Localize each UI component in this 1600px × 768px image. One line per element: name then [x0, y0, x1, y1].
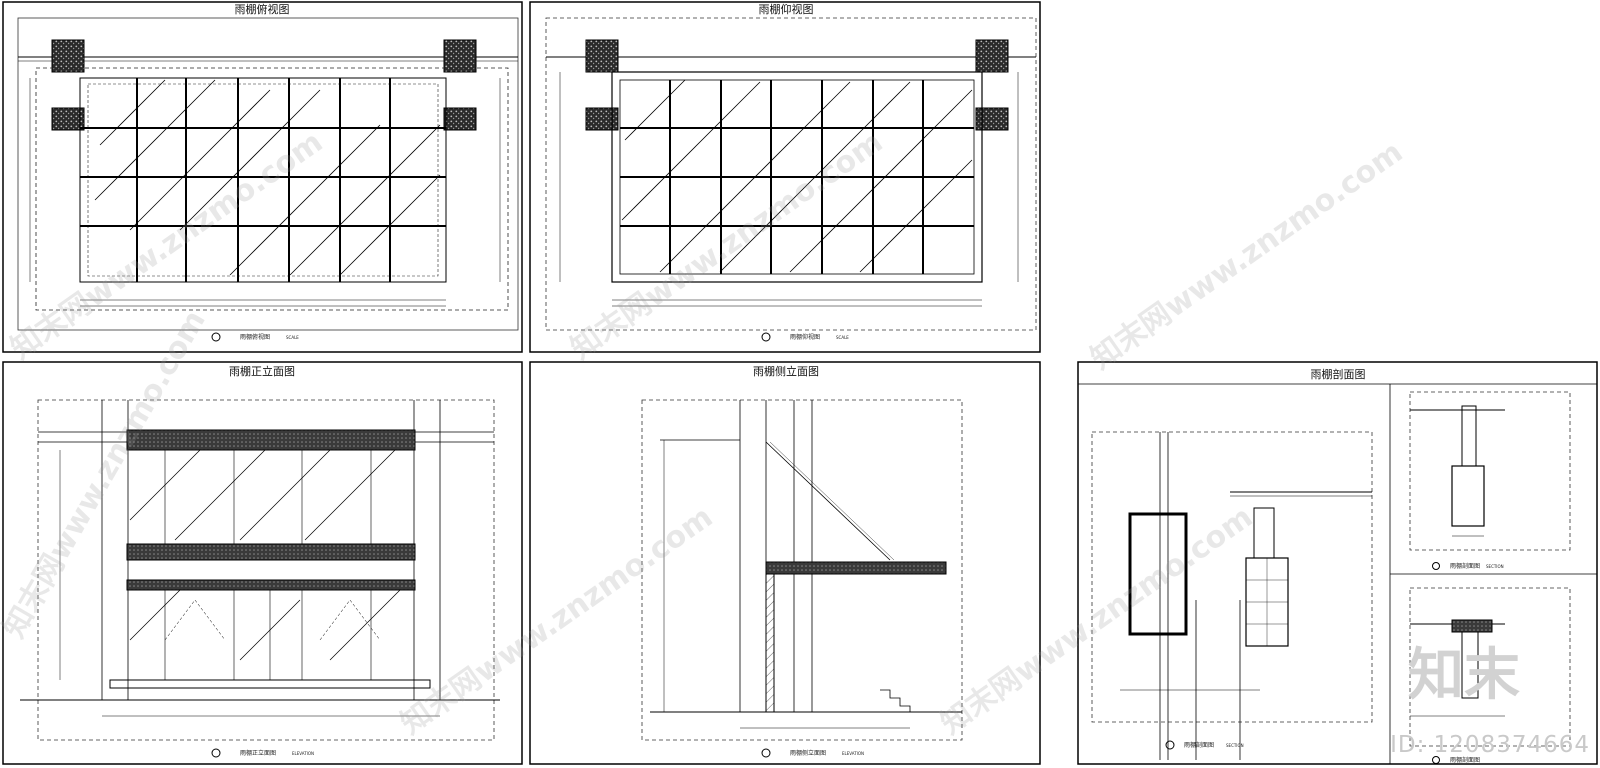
title-marker-icon	[211, 332, 221, 342]
side-elevation-panel: 雨棚侧立面图 雨棚侧立面图 ELEVATION	[529, 361, 1041, 765]
stone-column	[975, 107, 1009, 131]
plan-bottom-title: 雨棚仰视图	[759, 2, 814, 16]
canopy-fascia	[126, 543, 416, 561]
front-elevation-title: 雨棚正立面图	[229, 364, 295, 378]
plan-top-title: 雨棚俯视图	[235, 2, 290, 16]
side-elevation-scale: ELEVATION	[842, 751, 864, 756]
watermark-text: 知末网www.znzmo.com	[395, 500, 720, 742]
plan-bottom-panel: 雨棚仰视图 雨棚仰视图 SCALE	[529, 1, 1041, 353]
brand-logo: 知末	[1408, 643, 1520, 708]
title-marker-icon	[761, 748, 771, 758]
stone-column	[585, 39, 619, 73]
title-marker-icon	[1432, 562, 1440, 570]
section-detail1-caption: 雨棚剖面图	[1450, 562, 1480, 570]
front-elevation-scale: ELEVATION	[292, 751, 314, 756]
watermark-text: 知末网www.znzmo.com	[935, 500, 1260, 742]
plan-top-panel: 雨棚俯视图 雨棚俯视图 SCALE	[2, 1, 523, 353]
section-panel: 雨棚剖面图 雨棚剖面图 SECTION 雨棚剖面图	[1077, 361, 1598, 765]
stone-column	[975, 39, 1009, 73]
stone-column	[585, 107, 619, 131]
section-caption: 雨棚剖面图	[1184, 741, 1214, 749]
section-scale: SECTION	[1226, 743, 1244, 748]
side-elevation-title: 雨棚侧立面图	[753, 364, 819, 378]
stone-column	[51, 39, 85, 73]
canopy-fascia	[126, 429, 416, 451]
canopy-profile	[765, 561, 947, 575]
front-elevation-caption: 雨棚正立面图	[240, 749, 276, 757]
title-marker-icon	[1432, 756, 1440, 764]
plan-top-scale: SCALE	[286, 335, 299, 340]
canopy-fascia	[126, 579, 416, 591]
plan-bottom-caption: 雨棚仰视图	[790, 333, 820, 341]
title-marker-icon	[761, 332, 771, 342]
stone-column	[51, 107, 85, 131]
watermark-text: 知末网www.znzmo.com	[1085, 135, 1410, 377]
plan-top-caption: 雨棚俯视图	[240, 333, 270, 341]
title-marker-icon	[1165, 740, 1175, 750]
title-marker-icon	[211, 748, 221, 758]
front-elevation-panel: 雨棚正立面图 雨棚正立面图	[2, 361, 523, 765]
section-title: 雨棚剖面图	[1311, 367, 1366, 381]
section-detail2-caption: 雨棚剖面图	[1450, 756, 1480, 764]
section-frame	[1128, 512, 1188, 636]
stone-column	[443, 107, 477, 131]
plan-bottom-scale: SCALE	[836, 335, 849, 340]
stone-column	[443, 39, 477, 73]
image-id-label: ID: 1208374664	[1390, 732, 1590, 758]
side-elevation-caption: 雨棚侧立面图	[790, 749, 826, 757]
section-detail1-scale: SECTION	[1486, 564, 1504, 569]
